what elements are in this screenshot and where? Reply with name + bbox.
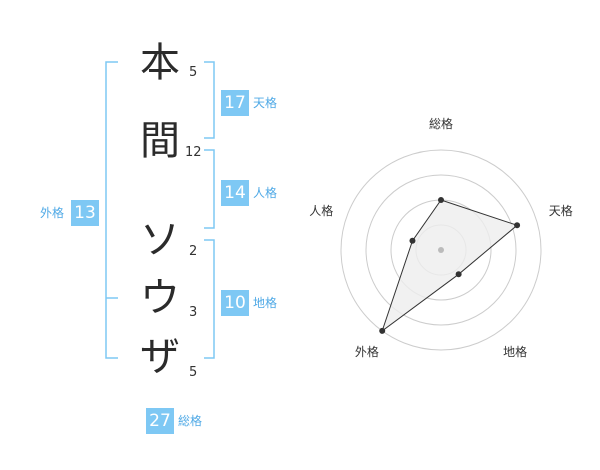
stroke-count-5: 5	[189, 365, 198, 380]
jinkaku-value: 14	[221, 180, 249, 206]
tenkaku-bracket	[204, 61, 215, 139]
name-char-4: ウ	[140, 275, 180, 321]
name-char-1: 本	[140, 40, 180, 86]
soukaku-value: 27	[146, 408, 174, 434]
radar-point-3	[455, 271, 462, 278]
radar-axis-label-3: 地格	[503, 344, 527, 359]
stroke-count-1: 5	[189, 65, 198, 80]
radar-ring-4	[340, 149, 542, 351]
radar-axis-label-1: 総格	[429, 116, 453, 131]
stroke-count-2: 12	[185, 145, 202, 160]
gaikaku-label: 外格	[40, 206, 65, 220]
jinkaku-bracket	[204, 149, 215, 229]
radar-axis-label-2: 天格	[549, 203, 573, 218]
radar-points	[379, 197, 521, 334]
radar-center-dot	[438, 247, 444, 253]
stroke-count-3: 2	[189, 244, 198, 259]
radar-point-2	[514, 222, 521, 229]
tenkaku-label: 天格	[253, 96, 278, 110]
radar-point-1	[438, 197, 444, 203]
gaikaku-value: 13	[71, 200, 99, 226]
name-char-2: 間	[140, 118, 180, 164]
chikaku-value: 10	[221, 290, 249, 316]
radar-point-5	[409, 237, 416, 244]
tenkaku-value: 17	[221, 90, 249, 116]
stroke-count-4: 3	[189, 305, 198, 320]
radar-axis-label-4: 外格	[355, 344, 379, 359]
name-char-5: ザ	[140, 334, 180, 380]
jinkaku-label: 人格	[253, 186, 278, 200]
radar-shape	[381, 199, 519, 333]
name-char-3: ソ	[140, 217, 180, 263]
soukaku-label: 総格	[178, 414, 203, 428]
chikaku-label: 地格	[253, 296, 278, 310]
radar-ring-3	[365, 174, 517, 326]
radar-axis-label-5: 人格	[309, 203, 333, 218]
radar-point-4	[379, 327, 386, 334]
gaikaku-bracket	[105, 61, 118, 359]
chikaku-bracket	[204, 239, 215, 359]
